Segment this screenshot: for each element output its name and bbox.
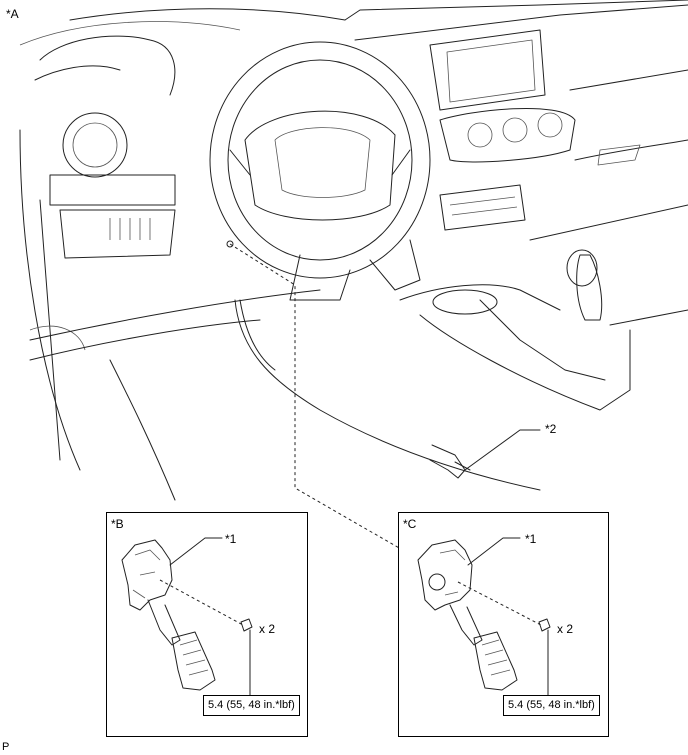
part-callout-1-c: *1 bbox=[525, 532, 537, 546]
bolt-qty-c: x 2 bbox=[557, 622, 574, 636]
view-label-a: *A bbox=[6, 7, 19, 21]
part-callout-1-b: *1 bbox=[225, 532, 237, 546]
footer-code: P bbox=[2, 741, 10, 753]
inset-label-b: *B bbox=[111, 517, 124, 531]
bolt-qty-b: x 2 bbox=[259, 622, 276, 636]
torque-spec-b: 5.4 (55, 48 in.*lbf) bbox=[203, 695, 300, 716]
part-callout-2: *2 bbox=[545, 422, 557, 436]
inset-label-c: *C bbox=[403, 517, 417, 531]
torque-spec-c: 5.4 (55, 48 in.*lbf) bbox=[503, 695, 600, 716]
